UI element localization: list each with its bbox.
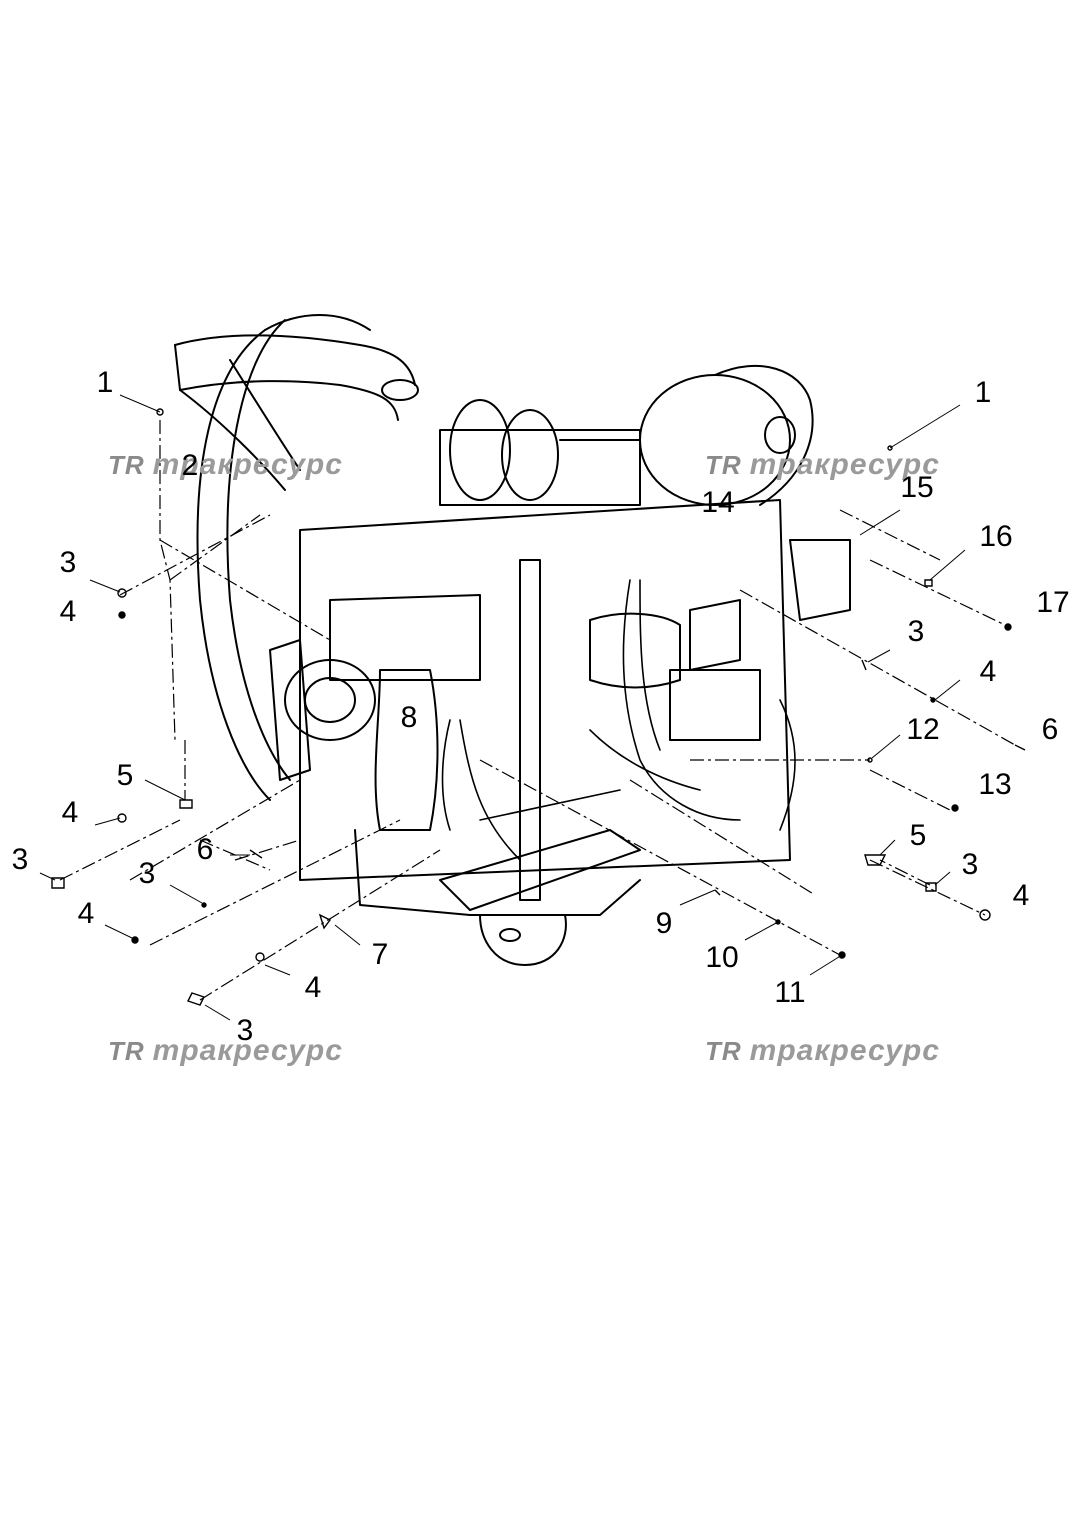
intake-pipe xyxy=(174,334,419,491)
callout-label: 4 xyxy=(979,655,997,688)
callout-label: 13 xyxy=(978,768,1012,801)
callout-label: 6 xyxy=(196,833,214,866)
engine-block xyxy=(299,499,791,901)
watermark-logo: TR xyxy=(108,1036,145,1066)
callout-label: 12 xyxy=(906,713,940,746)
callout-label: 4 xyxy=(304,971,322,1004)
callout-label: 3 xyxy=(236,1014,254,1047)
hoses xyxy=(441,579,796,861)
callout-label: 1 xyxy=(974,376,992,409)
callout-label: 10 xyxy=(705,941,739,974)
fan-shroud xyxy=(196,314,371,801)
callout-label: 16 xyxy=(979,520,1013,553)
callout-label: 14 xyxy=(701,486,735,519)
watermark-text: тракресурс xyxy=(152,1034,343,1067)
callout-label: 4 xyxy=(59,595,77,628)
callout-label: 2 xyxy=(181,449,199,482)
watermark-logo: TR xyxy=(705,450,742,480)
watermark-text: тракресурс xyxy=(749,448,940,481)
callout-label: 3 xyxy=(961,848,979,881)
callout-label: 11 xyxy=(774,976,806,1009)
watermark-text: тракресурс xyxy=(152,448,343,481)
callout-label: 15 xyxy=(900,471,934,504)
turbocharger xyxy=(439,399,641,506)
callout-label: 5 xyxy=(909,819,927,852)
callout-label: 8 xyxy=(400,701,418,734)
callout-label: 6 xyxy=(1041,713,1059,746)
callout-label: 17 xyxy=(1036,586,1070,619)
watermark-text: тракресурс xyxy=(749,1034,940,1067)
oil-pan xyxy=(354,829,641,966)
pointer-lines xyxy=(39,394,966,1021)
callout-label: 3 xyxy=(59,546,77,579)
callout-label: 1 xyxy=(96,366,114,399)
callout-label: 3 xyxy=(907,615,925,648)
watermark-logo: TR xyxy=(705,1036,742,1066)
callout-label: 4 xyxy=(61,796,79,829)
callout-label: 7 xyxy=(371,938,389,971)
callout-label: 4 xyxy=(1012,879,1030,912)
watermark-logo: TR xyxy=(108,450,145,480)
callout-label: 4 xyxy=(77,897,95,930)
callout-label: 3 xyxy=(11,843,29,876)
callout-label: 5 xyxy=(116,759,134,792)
callout-label: 9 xyxy=(655,907,673,940)
right-bracket xyxy=(669,539,851,741)
leader-lines xyxy=(59,420,1016,1001)
fasteners xyxy=(51,408,1026,1006)
air-filter-canister xyxy=(639,364,814,506)
callout-label: 3 xyxy=(138,857,156,890)
ac-compressor xyxy=(269,639,376,781)
